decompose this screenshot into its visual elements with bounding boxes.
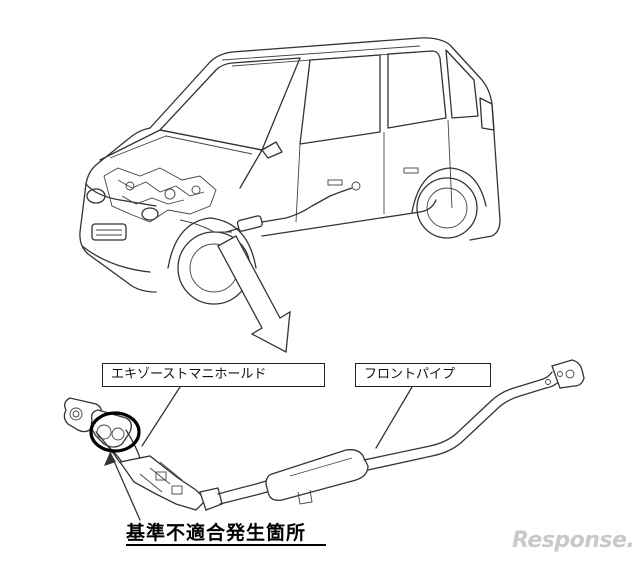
engine-bay (103, 167, 232, 233)
vehicle-exhaust-line (225, 181, 361, 233)
defect-location-caption: 基準不適合発生箇所 (126, 522, 307, 544)
vehicle-body (79, 37, 501, 305)
leader-lines (104, 386, 413, 521)
zoom-arrow (217, 235, 291, 354)
response-watermark: Response. (512, 528, 635, 553)
exhaust-detail (63, 359, 585, 511)
front-pipe-label: フロントパイプ (355, 363, 491, 387)
caption-underline (126, 544, 326, 546)
defect-highlight-ellipse (89, 411, 141, 453)
exhaust-manifold-label: エキゾーストマニホールド (102, 363, 325, 387)
